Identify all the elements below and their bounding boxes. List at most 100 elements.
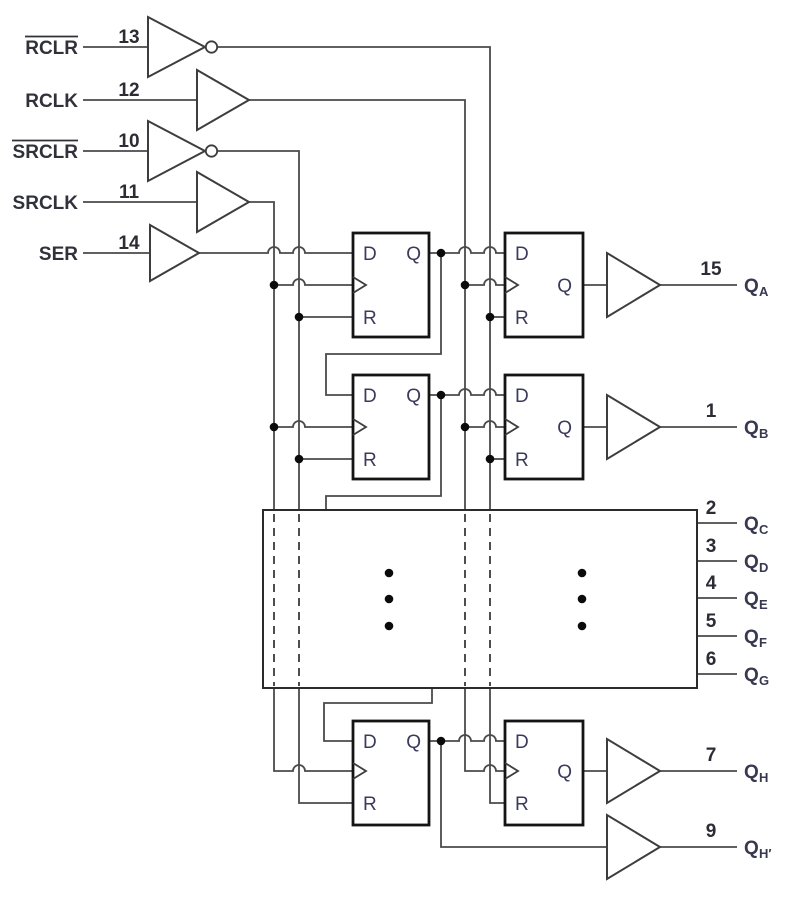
- ff-q-label: Q: [406, 386, 421, 407]
- wire-qh-prime-branch: [440, 741, 607, 848]
- circuit-wires: [83, 46, 737, 848]
- pin-number-7: 7: [706, 745, 717, 766]
- flipflop-shift-a: D Q R: [351, 231, 431, 339]
- ff-d-label: D: [515, 732, 529, 753]
- pin-number-10: 10: [118, 131, 139, 152]
- clock-edge-icon: [504, 762, 520, 780]
- wire-box-link-dh: [323, 688, 433, 742]
- wire-q1-to-store: [429, 246, 505, 254]
- output-sub-qa: A: [759, 284, 769, 299]
- wire-qh-to-store: [429, 734, 505, 742]
- ff-q-label: Q: [557, 762, 572, 783]
- input-buffers: [147, 15, 252, 283]
- wire-srclk-bus-bottom: [273, 688, 353, 772]
- output-label-qf: Q: [744, 627, 759, 648]
- ff-r-label: R: [363, 450, 377, 471]
- inverter-srclr-icon: [147, 119, 208, 183]
- signal-label-rclk: RCLK: [25, 91, 78, 112]
- flipflop-store-b: D Q R: [503, 373, 585, 481]
- signal-label-srclk: SRCLK: [13, 193, 79, 214]
- ff-r-label: R: [363, 794, 377, 815]
- wire-rclr-bus-top: [217, 46, 491, 510]
- output-sub-qc: C: [759, 522, 769, 537]
- ff-d-label: D: [363, 244, 377, 265]
- output-sub-qg: G: [759, 673, 769, 688]
- flipflop-shift-h: D Q R: [351, 719, 431, 827]
- input-labels: RCLR 13 RCLK 12 SRCLR 10 SRCLK 11 SER 14: [12, 27, 140, 265]
- pin-number-13: 13: [118, 27, 139, 48]
- not-bubble-icon: [204, 40, 219, 54]
- pin-number-11: 11: [119, 182, 140, 203]
- output-label-qa: Q: [744, 276, 759, 297]
- not-bubble-icon: [204, 144, 219, 158]
- ff-r-label: R: [515, 794, 529, 815]
- ellipsis-dots-left: [384, 568, 394, 631]
- clock-edge-icon: [352, 762, 368, 780]
- clock-edge-icon: [352, 418, 368, 436]
- output-label-qh-prime: Q: [744, 838, 759, 859]
- wire-srclr-bus-top: [217, 150, 300, 510]
- pin-number-15: 15: [700, 259, 722, 280]
- buffer-qb-icon: [606, 393, 662, 461]
- ff-r-label: R: [515, 308, 529, 329]
- flipflop-store-a: D Q R: [503, 231, 585, 339]
- pin-number-3: 3: [706, 536, 717, 557]
- signal-label-srclr: SRCLR: [13, 142, 79, 163]
- output-sub-qf: F: [759, 635, 767, 650]
- output-sub-qe: E: [759, 597, 768, 612]
- output-labels: 15 Q A 1 Q B 2 Q C 3 Q D 4 Q E 5 Q F 6 Q…: [700, 259, 771, 861]
- output-sub-qb: B: [759, 426, 768, 441]
- flipflop-shift-b: D Q R: [351, 373, 431, 481]
- clock-edge-icon: [504, 418, 520, 436]
- flipflop-body: [351, 719, 431, 827]
- wire-srclk-bus-top: [249, 201, 275, 510]
- output-label-qh: Q: [744, 762, 759, 783]
- clock-edge-icon: [352, 276, 368, 294]
- pin-number-5: 5: [706, 611, 717, 632]
- ff-r-label: R: [363, 308, 377, 329]
- wire-ser-to-d1: [199, 246, 353, 254]
- wire-rclr-bus-bottom: [489, 688, 505, 804]
- buffer-rclk-icon: [196, 68, 252, 132]
- pin-number-2: 2: [706, 498, 717, 519]
- junction-dots: [269, 248, 495, 746]
- signal-label-ser: SER: [39, 244, 78, 265]
- ff-d-label: D: [515, 386, 529, 407]
- output-label-qe: Q: [744, 589, 759, 610]
- signal-label-rclr: RCLR: [25, 38, 78, 59]
- pin-number-1: 1: [706, 401, 717, 422]
- ff-q-label: Q: [557, 276, 572, 297]
- buffer-ser-icon: [149, 223, 202, 283]
- output-label-qd: Q: [744, 552, 759, 573]
- ff-d-label: D: [363, 386, 377, 407]
- stages-box-outline: [262, 509, 698, 689]
- wire-q2-to-store: [429, 388, 505, 396]
- ff-q-label: Q: [406, 732, 421, 753]
- inverter-rclr-icon: [147, 15, 208, 79]
- output-sub-qd: D: [759, 560, 768, 575]
- ff-q-label: Q: [406, 244, 421, 265]
- wire-rclk-bus-bottom: [464, 688, 505, 772]
- ff-d-label: D: [363, 732, 377, 753]
- buffer-srclk-icon: [196, 170, 252, 234]
- flipflop-store-h: D Q R: [503, 719, 585, 827]
- buffer-qa-icon: [606, 251, 662, 319]
- output-buffers: [606, 251, 662, 881]
- pin-number-12: 12: [118, 80, 139, 101]
- output-label-qb: Q: [744, 418, 759, 439]
- wire-sclk-row2: [465, 420, 505, 428]
- ff-d-label: D: [515, 244, 529, 265]
- wire-q2-link-box: [325, 395, 442, 510]
- buffer-qh-prime-icon: [606, 813, 662, 881]
- ellipsis-dots-right: [577, 568, 587, 631]
- wire-srclr-bus-bottom: [298, 688, 353, 804]
- ff-r-label: R: [515, 450, 529, 471]
- flipflop-body: [503, 719, 585, 827]
- pin-number-4: 4: [706, 573, 717, 594]
- ff-q-label: Q: [557, 418, 572, 439]
- wire-q1-link-d2: [325, 253, 442, 396]
- output-label-qg: Q: [744, 665, 759, 686]
- pin-number-9: 9: [706, 821, 717, 842]
- pin-number-6: 6: [706, 649, 717, 670]
